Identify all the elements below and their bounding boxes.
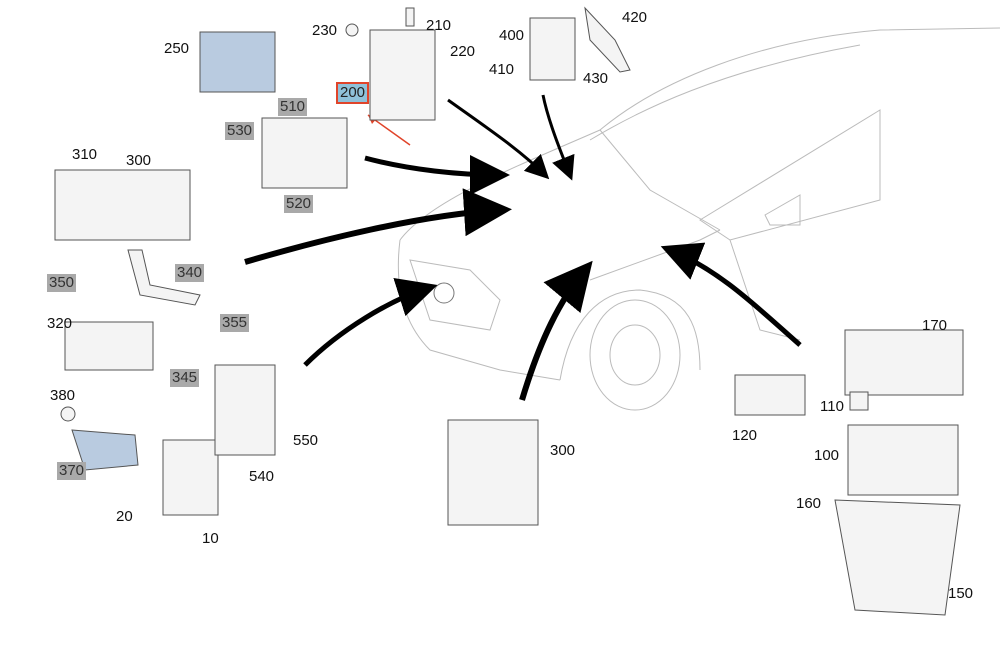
callout-540[interactable]: 540	[249, 468, 275, 485]
callout-510[interactable]: 510	[278, 98, 308, 116]
callout-530[interactable]: 530	[225, 122, 255, 140]
callout-200-selected[interactable]: 200	[335, 82, 370, 104]
part-100	[847, 424, 959, 496]
part-530	[261, 117, 348, 189]
part-340	[127, 249, 201, 306]
callout-20[interactable]: 20	[116, 508, 133, 525]
callout-110[interactable]: 110	[820, 398, 844, 415]
part-250	[199, 31, 276, 93]
callout-410[interactable]: 410	[489, 61, 515, 78]
callout-340[interactable]: 340	[175, 264, 205, 282]
callout-550[interactable]: 550	[293, 432, 319, 449]
part-370	[71, 429, 139, 471]
callout-380[interactable]: 380	[50, 387, 76, 404]
part-400	[529, 17, 576, 81]
part-420	[584, 6, 631, 73]
callout-170[interactable]: 170	[922, 317, 948, 334]
callout-150[interactable]: 150	[948, 585, 974, 602]
part-300a	[54, 169, 191, 241]
part-540	[214, 364, 276, 456]
callout-310[interactable]: 310	[72, 146, 98, 163]
callout-210[interactable]: 210	[426, 17, 452, 34]
part-200	[369, 29, 436, 121]
arrow	[541, 94, 575, 181]
callout-100[interactable]: 100	[814, 447, 840, 464]
callout-430[interactable]: 430	[583, 70, 609, 87]
arrow	[244, 188, 512, 265]
part-120	[734, 374, 806, 416]
part-380	[60, 406, 76, 422]
callout-320[interactable]: 320	[47, 315, 73, 332]
arrow	[660, 242, 802, 347]
part-300b	[447, 419, 539, 526]
part-150	[834, 499, 961, 616]
callout-350[interactable]: 350	[47, 274, 77, 292]
part-10	[162, 439, 219, 516]
callout-160[interactable]: 160	[796, 495, 822, 512]
arrow	[364, 154, 510, 195]
callout-230[interactable]: 230	[312, 22, 338, 39]
callout-345[interactable]: 345	[170, 369, 200, 387]
callout-370[interactable]: 370	[57, 462, 87, 480]
part-110	[849, 391, 869, 411]
callout-420[interactable]: 420	[622, 9, 648, 26]
callout-120[interactable]: 120	[732, 427, 758, 444]
callout-10[interactable]: 10	[202, 530, 219, 547]
arrow	[303, 277, 438, 367]
callout-300-left[interactable]: 300	[126, 152, 152, 169]
part-320	[64, 321, 154, 371]
part-230	[345, 23, 359, 37]
callout-355[interactable]: 355	[220, 314, 250, 332]
callout-400[interactable]: 400	[499, 27, 525, 44]
callout-520[interactable]: 520	[284, 195, 314, 213]
part-210	[405, 7, 415, 27]
arrow	[519, 260, 593, 401]
arrow	[447, 98, 550, 180]
part-170	[844, 329, 964, 396]
callout-250[interactable]: 250	[164, 40, 190, 57]
callout-220[interactable]: 220	[450, 43, 476, 60]
callout-300-center[interactable]: 300	[550, 442, 576, 459]
